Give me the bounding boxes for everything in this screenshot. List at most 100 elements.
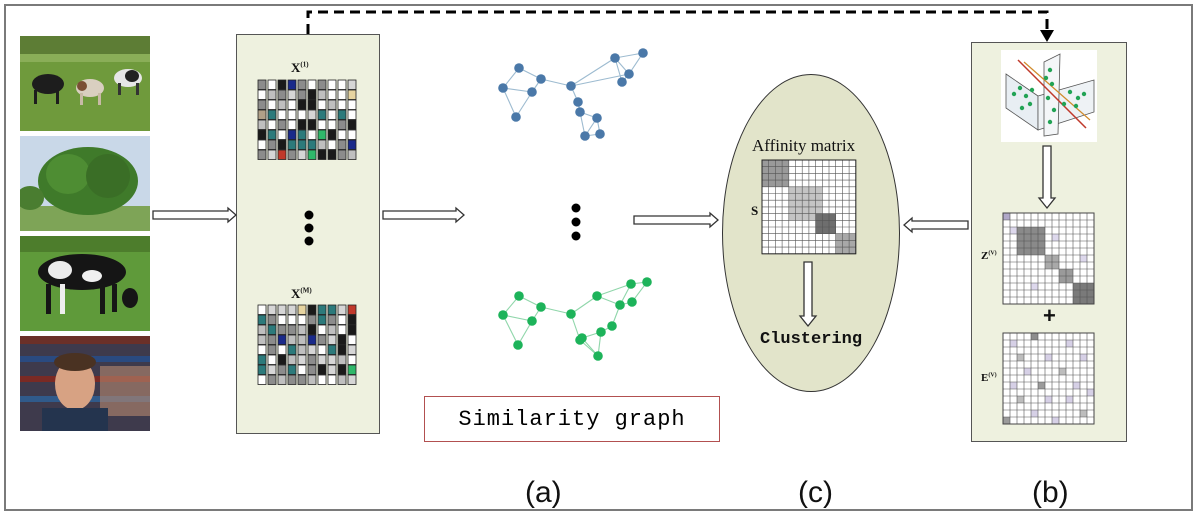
- feature-cell: [307, 139, 317, 150]
- matrix-entry: [1080, 410, 1087, 417]
- feature-cell: [307, 149, 317, 160]
- feature-cell: [257, 109, 267, 120]
- feature-columns-bottom: [257, 304, 357, 385]
- feature-cell: [307, 79, 317, 90]
- subspace-illustration: [1001, 50, 1097, 142]
- matrix-entry: [1031, 283, 1038, 290]
- feature-cell: [287, 99, 297, 110]
- feature-cell: [327, 374, 337, 385]
- feature-cell: [337, 149, 347, 160]
- feature-cell: [277, 89, 287, 100]
- feature-cell: [317, 354, 327, 365]
- matrix-entry: [1010, 227, 1017, 234]
- feature-cell: [267, 314, 277, 325]
- feature-cell: [287, 374, 297, 385]
- matrix-entry: [1059, 368, 1066, 375]
- feedback-arrowhead: [1040, 30, 1054, 42]
- s-label: S: [751, 203, 759, 218]
- graph-edge: [570, 295, 598, 315]
- matrix-border: [761, 159, 857, 255]
- feature-cell: [267, 89, 277, 100]
- feature-cell: [297, 129, 307, 140]
- feature-cell: [257, 354, 267, 365]
- graph-node: [592, 291, 602, 301]
- feature-cell: [337, 89, 347, 100]
- subspace-point: [1029, 87, 1035, 93]
- graph-node: [617, 77, 627, 87]
- feature-cell: [257, 304, 267, 315]
- feature-label-bottom: X(M): [291, 286, 312, 301]
- feature-cell: [267, 129, 277, 140]
- graph-node: [527, 316, 537, 326]
- z-label: Z(V): [981, 250, 997, 262]
- feature-cell: [267, 344, 277, 355]
- subspace-point: [1073, 103, 1079, 109]
- graph-node: [610, 53, 620, 63]
- feature-cell: [337, 324, 347, 335]
- feature-cell: [347, 139, 357, 150]
- feature-cell: [287, 149, 297, 160]
- graph-node: [536, 302, 546, 312]
- feature-cell: [277, 109, 287, 120]
- graph-node: [627, 297, 637, 307]
- cows-photo: [20, 36, 150, 131]
- feature-cell: [257, 139, 267, 150]
- feature-cell: [327, 119, 337, 130]
- feature-cell: [317, 149, 327, 160]
- affinity-matrix-label: Affinity matrix: [752, 136, 856, 155]
- feature-cell: [307, 89, 317, 100]
- feature-cell: [307, 99, 317, 110]
- subspace-point: [1051, 107, 1057, 113]
- feature-cell: [287, 89, 297, 100]
- feature-cell: [267, 79, 277, 90]
- feature-cell: [257, 334, 267, 345]
- feature-cell: [317, 324, 327, 335]
- feature-cell: [297, 344, 307, 355]
- feature-cell: [297, 109, 307, 120]
- feature-cell: [287, 129, 297, 140]
- feature-cell: [317, 109, 327, 120]
- similarity-graph-box: Similarity graph: [424, 396, 720, 442]
- feature-cell: [347, 119, 357, 130]
- plus-sign: +: [1043, 303, 1056, 328]
- graph-node: [626, 279, 636, 289]
- feature-cell: [297, 354, 307, 365]
- subspace-point: [1043, 75, 1049, 81]
- graph-node: [498, 310, 508, 320]
- feature-cell: [347, 364, 357, 375]
- matrix-entry: [1073, 382, 1080, 389]
- feature-cell: [297, 314, 307, 325]
- grazing-cow-photo: [20, 236, 150, 331]
- feature-cell: [267, 364, 277, 375]
- graph-node: [607, 321, 617, 331]
- subspace-point: [1081, 91, 1087, 97]
- graph-edge: [515, 91, 533, 118]
- feature-cell: [297, 334, 307, 345]
- matrix-entry: [1003, 417, 1010, 424]
- feature-cell: [257, 79, 267, 90]
- feature-cell: [257, 99, 267, 110]
- graph-node: [536, 74, 546, 84]
- feature-label-top: X(1): [291, 60, 309, 75]
- feature-cell: [327, 129, 337, 140]
- feature-cell: [327, 304, 337, 315]
- feature-cell: [317, 129, 327, 140]
- graph-node: [514, 291, 524, 301]
- feature-cell: [287, 324, 297, 335]
- matrix-entry: [1045, 396, 1052, 403]
- subspace-point: [1019, 105, 1025, 111]
- feature-cell: [257, 89, 267, 100]
- feature-cell: [297, 149, 307, 160]
- hollow-arrow-panel-to-ellipse: [903, 216, 969, 234]
- matrix-entry: [1052, 234, 1059, 241]
- feature-cell: [287, 364, 297, 375]
- feature-cell: [337, 344, 347, 355]
- matrix-entry: [1017, 354, 1024, 361]
- part-label-b: (b): [1032, 476, 1069, 509]
- graph-node: [575, 107, 585, 117]
- matrix-border: [1002, 332, 1095, 425]
- feature-cell: [257, 129, 267, 140]
- feature-cell: [347, 354, 357, 365]
- feature-cell: [317, 314, 327, 325]
